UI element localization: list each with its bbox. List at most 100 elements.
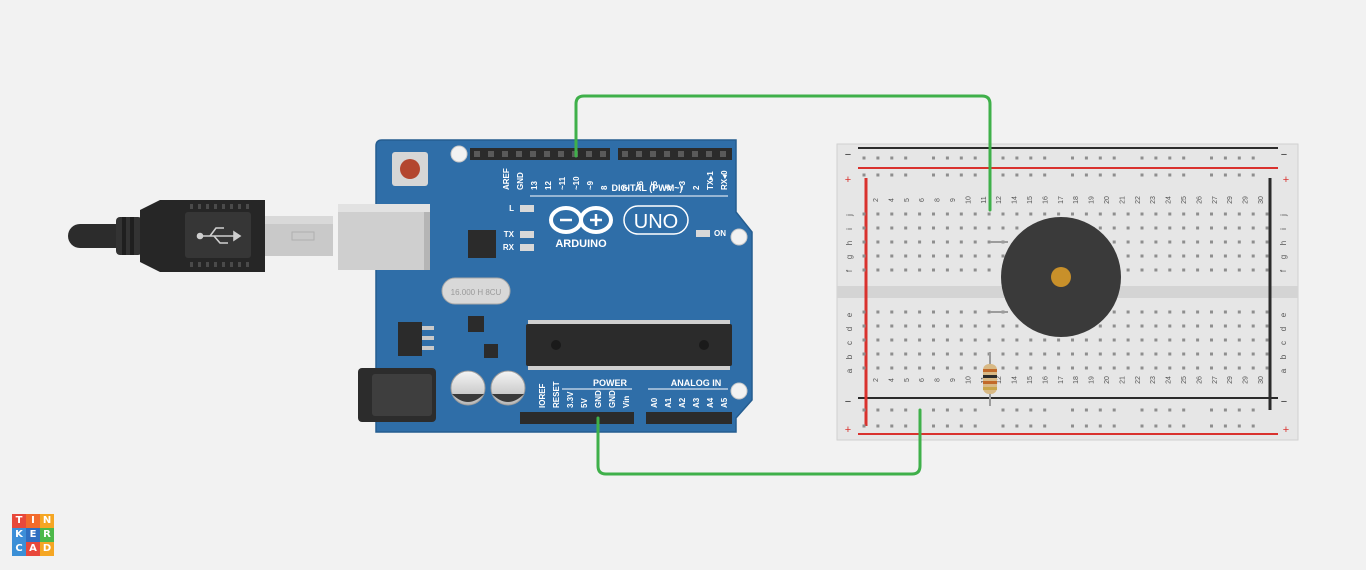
power-pin-label: GND	[608, 390, 617, 408]
row-letter: h	[845, 241, 854, 245]
column-number: 4	[888, 378, 895, 382]
atmega-chip	[526, 324, 732, 366]
column-number: 20	[1104, 196, 1111, 204]
row-letter: f	[1279, 269, 1288, 272]
column-number: 19	[1089, 376, 1096, 384]
row-letter: g	[1279, 255, 1288, 259]
usb-cable[interactable]	[68, 200, 333, 272]
pin-label: 4	[664, 185, 673, 190]
pin-label: GND	[516, 172, 525, 190]
arduino-brand: ARDUINO	[555, 238, 607, 250]
column-number: 14	[1012, 376, 1019, 384]
pin-label: TX▸1	[706, 171, 715, 190]
column-number: 21	[1119, 376, 1126, 384]
reset-button-icon[interactable]	[392, 152, 428, 186]
column-number: 30	[1258, 196, 1265, 204]
pin-label: 7	[622, 185, 631, 190]
piezo-buzzer[interactable]	[990, 217, 1121, 337]
logo-letter: D	[40, 542, 54, 556]
column-number: 16	[1042, 376, 1049, 384]
rail-plus-label: +	[845, 424, 851, 436]
analog-pin-label: A1	[664, 397, 673, 408]
column-number: 2	[873, 198, 880, 202]
analog-pin-label: A5	[720, 397, 729, 408]
row-letter: i	[1279, 228, 1288, 230]
uno-label: UNO	[634, 211, 678, 233]
logo-letter: R	[40, 528, 54, 542]
rail-minus-label: −	[1281, 396, 1287, 408]
column-number: 30	[1258, 376, 1265, 384]
pin-label: ~5	[650, 180, 659, 190]
logo-letter: T	[12, 514, 26, 528]
wire-pin10-to-breadboard[interactable]	[574, 94, 992, 212]
column-number: 11	[981, 196, 988, 203]
column-number: 14	[1012, 196, 1019, 204]
power-pin-label: RESET	[552, 381, 561, 408]
pin-label: AREF	[502, 168, 511, 190]
digital-pwm-label: DIGITAL (PWM~)	[612, 183, 683, 193]
digital-header-right[interactable]	[618, 148, 732, 160]
column-number: 22	[1135, 376, 1142, 384]
column-number: 9	[950, 198, 957, 202]
row-letter: h	[1279, 241, 1288, 245]
infinity-logo-icon	[549, 206, 613, 234]
column-number: 27	[1212, 376, 1219, 384]
rail-plus-label: +	[1283, 424, 1289, 436]
power-header[interactable]	[520, 412, 634, 424]
column-number: 2	[873, 378, 880, 382]
crystal-label: 16.000 H 8CU	[451, 288, 502, 297]
led-tx-label: TX	[504, 230, 515, 239]
column-number: 29	[1243, 196, 1250, 204]
rail-minus-label: −	[845, 396, 851, 408]
analog-header[interactable]	[646, 412, 732, 424]
power-pin-label: 5V	[580, 398, 589, 408]
arduino-uno-board[interactable]: 16.000 H 8CU L TX RX ON	[338, 139, 753, 433]
column-number: 8	[935, 198, 942, 202]
rail-plus-label: +	[1283, 174, 1289, 186]
pin-label: ~9	[586, 180, 595, 190]
column-number: 18	[1073, 376, 1080, 384]
analog-in-label: ANALOG IN	[671, 378, 722, 388]
column-number: 8	[935, 378, 942, 382]
analog-pin-label: A0	[650, 397, 659, 408]
column-number: 12	[996, 376, 1003, 384]
column-number: 6	[919, 198, 926, 202]
column-number: 29	[1243, 376, 1250, 384]
column-number: 24	[1166, 196, 1173, 204]
resistor[interactable]	[983, 352, 997, 406]
pin-label: ~10	[572, 176, 581, 190]
logo-letter: C	[12, 542, 26, 556]
column-number: 26	[1196, 196, 1203, 204]
column-number: 17	[1058, 196, 1065, 204]
row-letter: b	[1279, 354, 1288, 359]
usb-symbol-icon	[196, 227, 242, 244]
column-number: 19	[1089, 196, 1096, 204]
power-label: POWER	[593, 378, 628, 388]
column-number: 4	[888, 198, 895, 202]
column-number: 23	[1150, 196, 1157, 204]
column-number: 15	[1027, 196, 1034, 204]
row-letter: a	[845, 368, 854, 373]
row-letter: f	[845, 269, 854, 272]
row-letter: j	[1279, 214, 1288, 217]
column-number: 17	[1058, 376, 1065, 384]
pin-label: ~6	[636, 180, 645, 190]
logo-letter: N	[40, 514, 54, 528]
analog-pin-label: A3	[692, 397, 701, 408]
column-number: 5	[904, 198, 911, 202]
row-letter: a	[1279, 368, 1288, 373]
logo-letter: K	[12, 528, 26, 542]
row-letter: e	[845, 312, 854, 317]
column-number: 10	[965, 196, 972, 204]
pin-label: 2	[692, 185, 701, 190]
column-number: 23	[1150, 376, 1157, 384]
row-letter: b	[845, 354, 854, 359]
pin-label: 12	[544, 181, 553, 190]
row-letter: i	[845, 228, 854, 230]
wire-gnd-to-rail[interactable]	[596, 408, 922, 476]
column-number: 24	[1166, 376, 1173, 384]
column-number: 18	[1073, 196, 1080, 204]
rail-plus-label: +	[845, 174, 851, 186]
